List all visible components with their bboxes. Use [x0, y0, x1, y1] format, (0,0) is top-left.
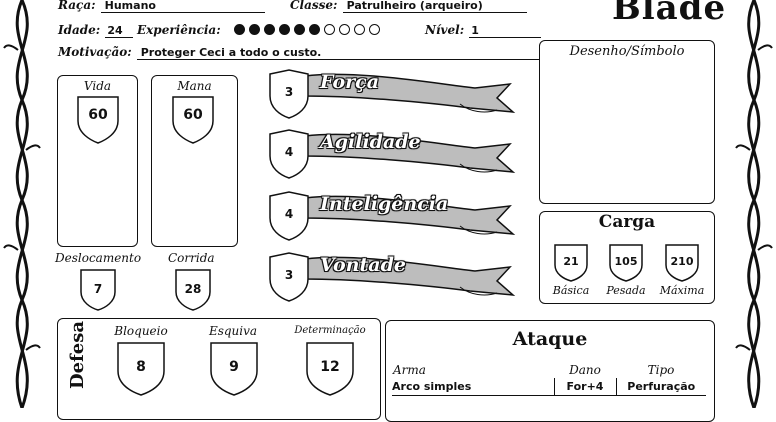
- load-max-shield[interactable]: 210: [664, 243, 700, 283]
- defense-determination-shield[interactable]: 12: [305, 341, 355, 397]
- will-shield[interactable]: 3: [268, 251, 310, 303]
- age-label: Idade:: [58, 23, 101, 37]
- drawing-box[interactable]: [539, 40, 715, 204]
- age-row: Idade: 24: [58, 19, 134, 38]
- mana-value: 60: [183, 107, 203, 123]
- motivation-field[interactable]: Proteger Ceci a todo o custo.: [136, 46, 541, 60]
- defense-title: Defesa: [67, 320, 88, 390]
- will-label: Vontade: [320, 254, 406, 276]
- left-vine-border: [3, 0, 41, 408]
- experience-track[interactable]: [233, 19, 384, 38]
- mana-shield[interactable]: 60: [171, 95, 215, 145]
- attack-col-type: Tipo: [647, 363, 675, 377]
- load-basic-value: 21: [563, 255, 579, 268]
- race-field[interactable]: Humano: [100, 0, 265, 13]
- experience-dot[interactable]: [278, 24, 290, 35]
- life-shield[interactable]: 60: [76, 95, 120, 145]
- experience-dot[interactable]: [248, 24, 260, 35]
- defense-block-label: Bloqueio: [114, 324, 168, 338]
- experience-dot[interactable]: [263, 24, 275, 35]
- defense-dodge-value: 9: [229, 359, 239, 375]
- attribute-will: 3 Vontade: [265, 251, 525, 307]
- agility-shield[interactable]: 4: [268, 128, 310, 180]
- move-shield[interactable]: 7: [79, 268, 117, 312]
- class-row: Classe: Patrulheiro (arqueiro): [290, 0, 530, 13]
- attack-col-weapon: Arma: [393, 363, 426, 377]
- experience-row: Experiência:: [137, 19, 384, 38]
- defense-dodge-label: Esquiva: [208, 324, 258, 338]
- table-row[interactable]: Arco simples For+4 Perfuração: [392, 378, 706, 396]
- attribute-intelligence: 4 Inteligência: [265, 190, 525, 246]
- load-max-value: 210: [670, 255, 694, 268]
- run-value: 28: [184, 282, 202, 296]
- age-field[interactable]: 24: [105, 24, 134, 38]
- experience-dot[interactable]: [368, 24, 380, 35]
- strength-shield[interactable]: 3: [268, 68, 310, 120]
- attack-header-row: Arma Dano Tipo: [392, 362, 706, 378]
- load-max-label: Máxima: [659, 284, 705, 297]
- experience-dot[interactable]: [338, 24, 350, 35]
- run-shield[interactable]: 28: [174, 268, 212, 312]
- level-field[interactable]: 1: [469, 24, 542, 38]
- load-basic-label: Básica: [552, 284, 590, 297]
- intelligence-label: Inteligência: [320, 193, 449, 215]
- drawing-title: Desenho/Símbolo: [569, 44, 685, 59]
- class-label: Classe:: [290, 0, 338, 12]
- experience-dot[interactable]: [233, 24, 245, 35]
- attack-title: Ataque: [512, 328, 588, 350]
- defense-determination-value: 12: [320, 359, 340, 375]
- experience-dot[interactable]: [293, 24, 305, 35]
- life-value: 60: [88, 107, 108, 123]
- attack-col-damage: Dano: [569, 363, 601, 377]
- defense-block-value: 8: [136, 359, 146, 375]
- strength-value: 3: [284, 85, 294, 99]
- experience-label: Experiência:: [137, 23, 221, 37]
- experience-dot[interactable]: [353, 24, 365, 35]
- attribute-strength: 3 Força: [265, 68, 525, 124]
- race-label: Raça:: [58, 0, 96, 12]
- run-label: Corrida: [168, 251, 215, 265]
- load-title: Carga: [598, 212, 656, 232]
- attack-box: [385, 320, 715, 422]
- will-value: 3: [284, 268, 294, 282]
- load-heavy-value: 105: [614, 255, 638, 268]
- mana-label: Mana: [177, 79, 212, 93]
- level-label: Nível:: [425, 23, 465, 37]
- defense-dodge-shield[interactable]: 9: [209, 341, 259, 397]
- move-value: 7: [93, 282, 103, 296]
- attack-damage-cell[interactable]: For+4: [553, 378, 616, 396]
- attribute-agility: 4 Agilidade: [265, 128, 525, 184]
- motivation-label: Motivação:: [58, 45, 132, 59]
- strength-label: Força: [320, 71, 380, 93]
- attack-weapon-cell[interactable]: Arco simples: [392, 378, 554, 396]
- class-field[interactable]: Patrulheiro (arqueiro): [342, 0, 527, 13]
- attack-type-cell[interactable]: Perfuração: [615, 378, 706, 396]
- experience-dot[interactable]: [323, 24, 335, 35]
- load-heavy-label: Pesada: [606, 284, 646, 297]
- defense-block-shield[interactable]: 8: [116, 341, 166, 397]
- banner-ribbon: [304, 73, 516, 113]
- life-label: Vida: [83, 79, 112, 93]
- banner-ribbon: [304, 133, 516, 173]
- brand-logo: Blade: [612, 0, 727, 28]
- banner-ribbon: [304, 256, 516, 296]
- race-row: Raça: Humano: [58, 0, 273, 13]
- defense-determination-label: Determinação: [294, 325, 366, 336]
- motivation-row: Motivação: Proteger Ceci a todo o custo.: [58, 41, 541, 60]
- load-heavy-shield[interactable]: 105: [608, 243, 644, 283]
- level-row: Nível: 1: [425, 19, 542, 38]
- agility-value: 4: [284, 145, 294, 159]
- banner-ribbon: [304, 195, 516, 235]
- right-vine-border: [735, 0, 773, 408]
- load-basic-shield[interactable]: 21: [553, 243, 589, 283]
- intelligence-shield[interactable]: 4: [268, 190, 310, 242]
- agility-label: Agilidade: [320, 131, 421, 153]
- attack-table: Arma Dano Tipo Arco simples For+4 Perfur…: [392, 362, 706, 396]
- move-label: Deslocamento: [55, 251, 142, 265]
- experience-dot[interactable]: [308, 24, 320, 35]
- intelligence-value: 4: [284, 207, 294, 221]
